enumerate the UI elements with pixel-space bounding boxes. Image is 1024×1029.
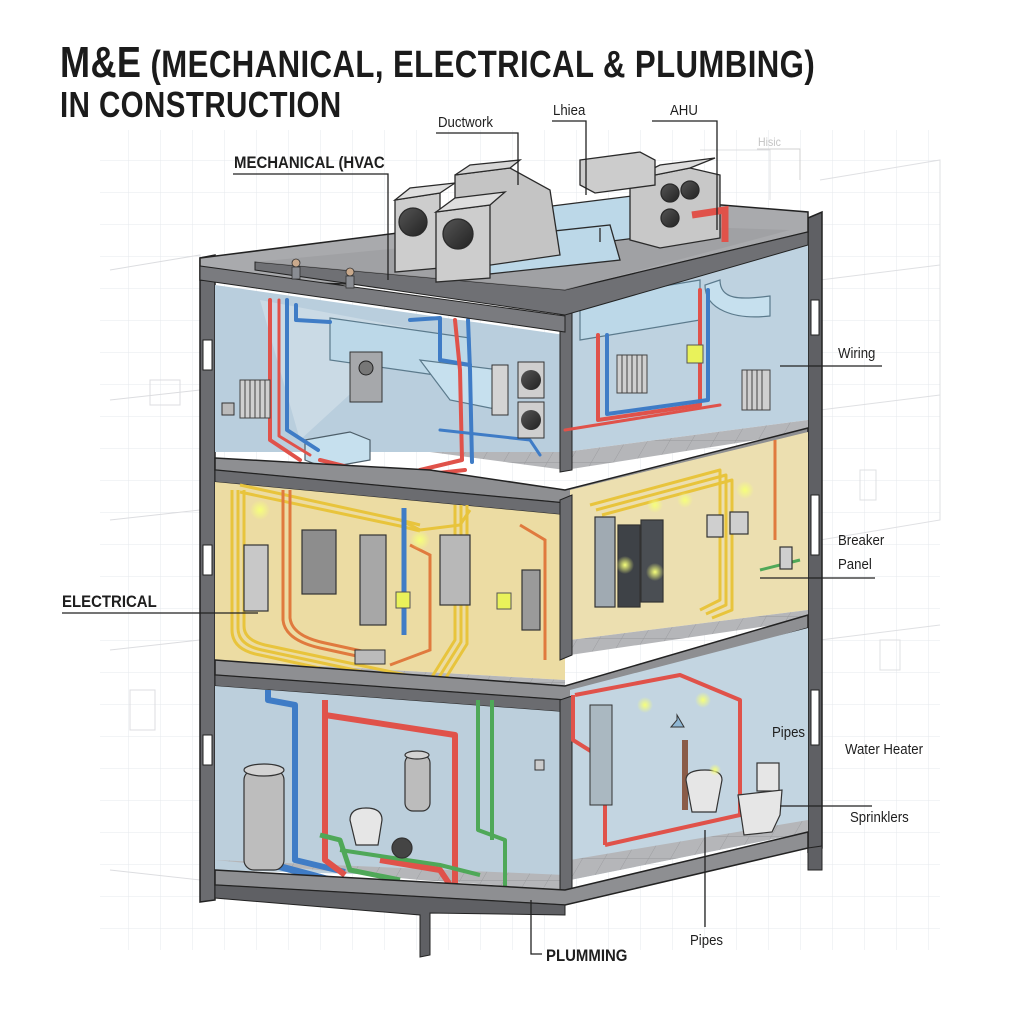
callout-ahu: AHU xyxy=(670,102,698,119)
callout-leader-lines xyxy=(62,120,882,955)
title-abbrev: M&E xyxy=(60,38,142,87)
callout-breaker-panel-line2: Panel xyxy=(838,556,872,573)
floor-mechanical xyxy=(215,240,808,477)
page-title-line-1: M&E (MECHANICAL, ELECTRICAL & PLUMBING) xyxy=(60,38,815,88)
callout-water-heater: Water Heater xyxy=(845,741,924,758)
callout-wiring: Wiring xyxy=(838,345,876,362)
floor-plumbing xyxy=(215,628,808,897)
callout-pipes-bottom: Pipes xyxy=(690,932,724,949)
callout-breaker-panel-line1: Breaker xyxy=(838,532,885,549)
callout-mechanical-hvac: MECHANICAL (HVAC xyxy=(234,153,385,172)
callout-pipes-right: Pipes xyxy=(772,724,806,741)
roof-equipment xyxy=(392,151,729,283)
callout-electrical: ELECTRICAL xyxy=(62,592,157,611)
building xyxy=(199,151,823,958)
callout-hisic-faded: Hisic xyxy=(758,135,781,149)
callout-ductwork: Ductwork xyxy=(438,114,494,131)
page-title-line-2: IN CONSTRUCTION xyxy=(60,84,342,125)
callout-lhiea: Lhiea xyxy=(553,102,586,119)
title-expansion: (MECHANICAL, ELECTRICAL & PLUMBING) xyxy=(150,44,816,86)
foundation-slab xyxy=(214,831,823,958)
callout-sprinklers: Sprinklers xyxy=(850,809,909,826)
callout-plumming: PLUMMING xyxy=(546,946,628,965)
ceiling-lights xyxy=(250,481,754,581)
floor-electrical xyxy=(215,432,808,700)
